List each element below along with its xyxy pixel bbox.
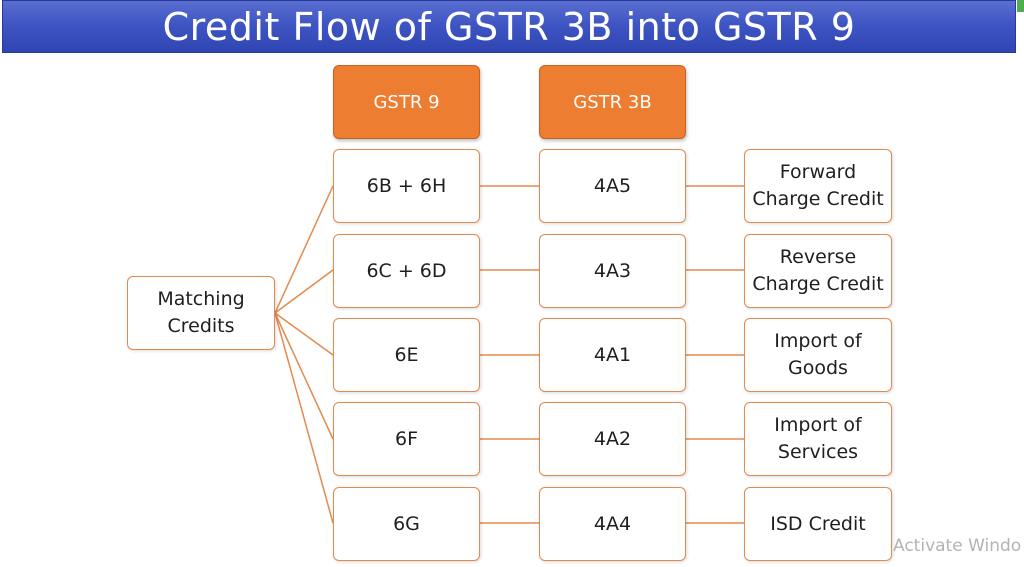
credit-type-box-row-4: Import of Services <box>744 402 892 476</box>
fan-connector-row-3 <box>274 312 334 356</box>
credit-type-box-row-3: Import of Goods <box>744 318 892 392</box>
window-edge-strip <box>1017 0 1024 12</box>
gstr9-box-row-2: 6C + 6D <box>333 234 480 308</box>
gstr3b-box-row-1: 4A5 <box>539 149 686 223</box>
gstr3b-box-row-3: 4A1 <box>539 318 686 392</box>
matching-credits-node: Matching Credits <box>127 276 275 350</box>
activate-windows-watermark: Activate Windo <box>893 536 1022 556</box>
gstr3b-box-row-4: 4A2 <box>539 402 686 476</box>
credit-type-box-row-2: Reverse Charge Credit <box>744 234 892 308</box>
page-title: Credit Flow of GSTR 3B into GSTR 9 <box>162 4 856 49</box>
credit-type-box-row-5: ISD Credit <box>744 487 892 561</box>
gstr9-column-header: GSTR 9 <box>333 65 480 139</box>
title-banner: Credit Flow of GSTR 3B into GSTR 9 <box>2 0 1016 53</box>
fan-connector-row-2 <box>274 269 334 314</box>
credit-type-box-row-1: Forward Charge Credit <box>744 149 892 223</box>
gstr9-box-row-5: 6G <box>333 487 480 561</box>
gstr9-box-row-3: 6E <box>333 318 480 392</box>
gstr3b-box-row-2: 4A3 <box>539 234 686 308</box>
fan-connector-row-1 <box>274 185 334 314</box>
gstr9-box-row-4: 6F <box>333 402 480 476</box>
fan-connector-row-5 <box>274 312 334 524</box>
gstr3b-box-row-5: 4A4 <box>539 487 686 561</box>
gstr3b-column-header: GSTR 3B <box>539 65 686 139</box>
fan-connector-row-4 <box>274 312 334 440</box>
gstr9-box-row-1: 6B + 6H <box>333 149 480 223</box>
